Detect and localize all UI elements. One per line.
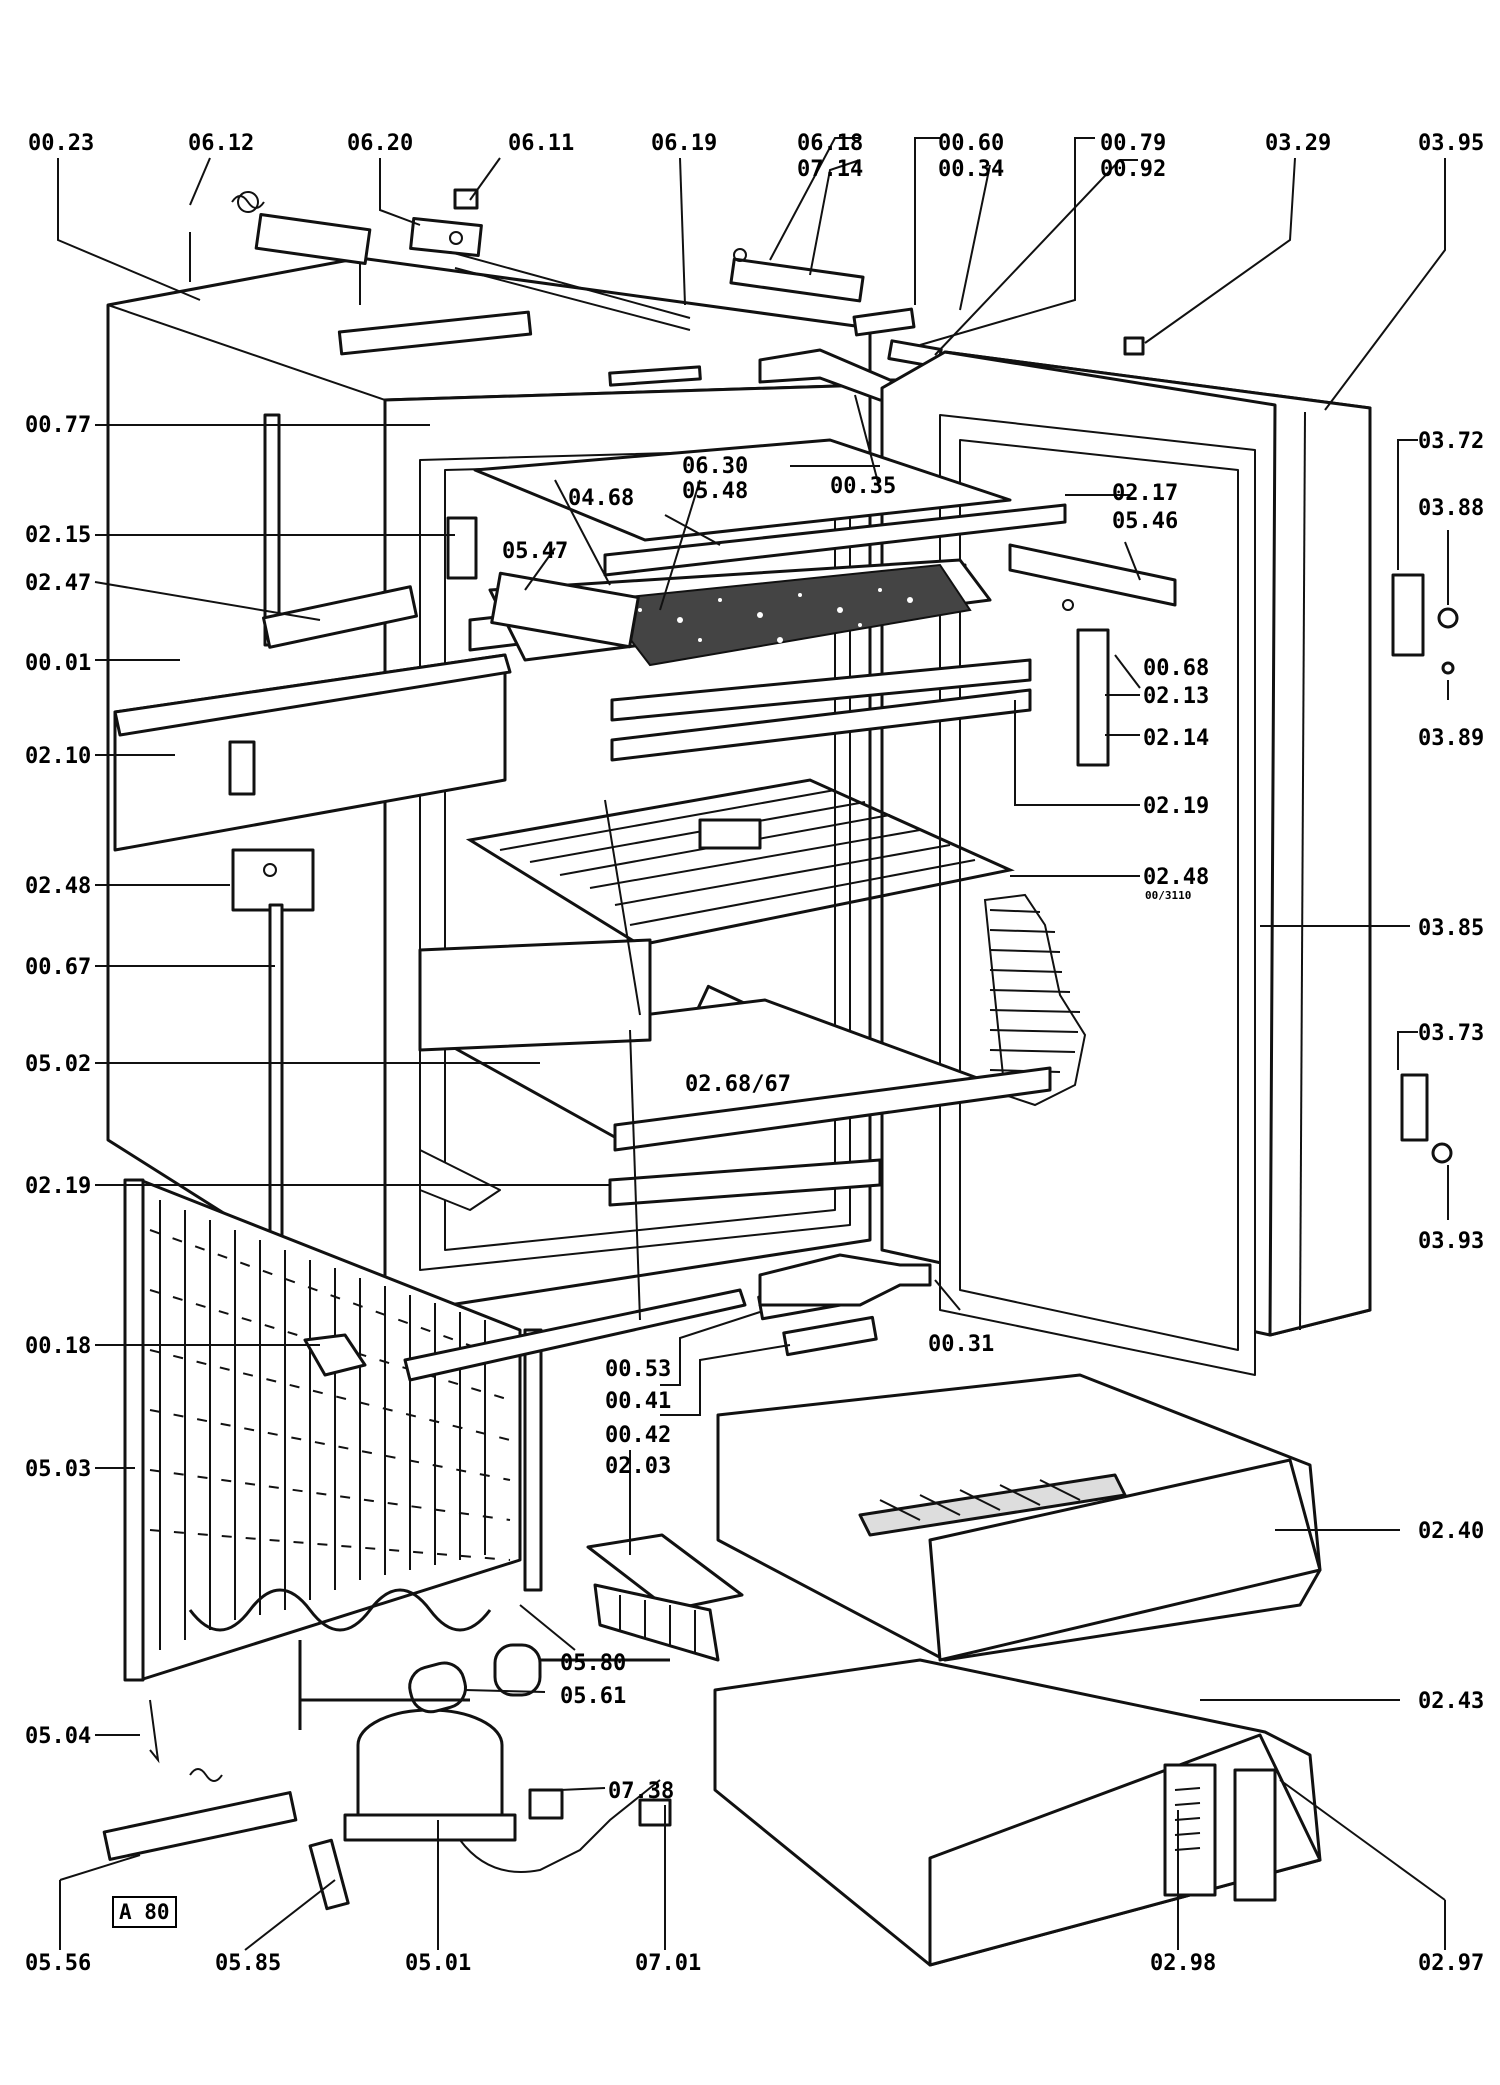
part-label-03-89: 03.89 (1418, 726, 1485, 751)
part-label-02-47: 02.47 (25, 571, 92, 596)
part-label-00-79: 00.79 (1100, 131, 1167, 156)
compressor-group (102, 1640, 672, 1911)
part-label-05-80: 05.80 (560, 1651, 627, 1676)
part-label-02-68-67: 02.68/67 (685, 1072, 791, 1097)
part-label-02-48-switch: 02.48 (25, 874, 92, 899)
part-label-00-34: 00.34 (938, 157, 1005, 182)
part-label-03-93: 03.93 (1418, 1229, 1485, 1254)
part-label-05-56: 05.56 (25, 1951, 92, 1976)
part-label-06-19: 06.19 (651, 131, 718, 156)
top-components (189, 188, 1145, 402)
part-label-05-02: 05.02 (25, 1052, 92, 1077)
part-label-00-41: 00.41 (605, 1389, 672, 1414)
part-label-02-19-top: 02.19 (1143, 794, 1210, 819)
part-label-05-61: 05.61 (560, 1684, 627, 1709)
diagram-code-box: A 80 (112, 1896, 177, 1928)
part-label-06-20: 06.20 (347, 131, 414, 156)
part-label-07-01: 07.01 (635, 1951, 702, 1976)
part-label-03-85: 03.85 (1418, 916, 1485, 941)
part-label-00-67: 00.67 (25, 955, 92, 980)
part-label-06-12: 06.12 (188, 131, 255, 156)
part-label-02-14: 02.14 (1143, 726, 1210, 751)
rails (303, 1253, 932, 1382)
part-label-05-47: 05.47 (502, 539, 569, 564)
part-label-07-14: 07.14 (797, 157, 864, 182)
part-label-03-72: 03.72 (1418, 429, 1485, 454)
part-label-04-68: 04.68 (568, 486, 635, 511)
part-label-02-97: 02.97 (1418, 1951, 1485, 1976)
part-label-03-29: 03.29 (1265, 131, 1332, 156)
part-label-00-68: 00.68 (1143, 656, 1210, 681)
part-label-00-31: 00.31 (928, 1332, 995, 1357)
part-label-06-18: 06.18 (797, 131, 864, 156)
part-label-06-30: 06.30 (682, 454, 749, 479)
right-side-parts (1391, 573, 1459, 1164)
part-label-02-19-bottom: 02.19 (25, 1174, 92, 1199)
part-label-02-10: 02.10 (25, 744, 92, 769)
part-label-03-95: 03.95 (1418, 131, 1485, 156)
part-label-05-46: 05.46 (1112, 509, 1179, 534)
part-label-02-13: 02.13 (1143, 684, 1210, 709)
part-label-00-53: 00.53 (605, 1357, 672, 1382)
crisper-drawer-top (716, 1373, 1322, 1662)
leader-lines (57, 137, 1449, 1951)
part-label-05-85: 05.85 (215, 1951, 282, 1976)
part-label-00-92: 00.92 (1100, 157, 1167, 182)
part-label-00-18: 00.18 (25, 1334, 92, 1359)
part-label-02-17: 02.17 (1112, 481, 1179, 506)
part-label-00-01: 00.01 (25, 651, 92, 676)
part-label-02-48-shelf: 02.48 (1143, 865, 1210, 890)
part-label-02-15: 02.15 (25, 523, 92, 548)
part-label-02-40: 02.40 (1418, 1519, 1485, 1544)
part-label-00-60: 00.60 (938, 131, 1005, 156)
part-label-06-11: 06.11 (508, 131, 575, 156)
part-label-05-01: 05.01 (405, 1951, 472, 1976)
part-label-02-03: 02.03 (605, 1454, 672, 1479)
part-label-00-35: 00.35 (830, 474, 897, 499)
part-label-05-03: 05.03 (25, 1457, 92, 1482)
part-label-05-48: 05.48 (682, 479, 749, 504)
freezer-compartment (446, 438, 1177, 767)
crisper-drawer-bottom (713, 1658, 1322, 1967)
part-label-00-23: 00.23 (28, 131, 95, 156)
ice-tray (586, 1533, 744, 1662)
part-label-05-04: 05.04 (25, 1724, 92, 1749)
part-label-02-43: 02.43 (1418, 1689, 1485, 1714)
lamp-unit (113, 585, 512, 1347)
part-label-00-42: 00.42 (605, 1423, 672, 1448)
part-label-07-38: 07.38 (608, 1779, 675, 1804)
glass-shelf (418, 938, 1052, 1211)
part-label-00-77: 00.77 (25, 413, 92, 438)
part-label-03-73: 03.73 (1418, 1021, 1485, 1046)
part-label-02-48-sub: 00/3110 (1145, 889, 1192, 902)
part-label-02-98: 02.98 (1150, 1951, 1217, 1976)
part-label-03-88: 03.88 (1418, 496, 1485, 521)
condenser (123, 1178, 543, 1682)
